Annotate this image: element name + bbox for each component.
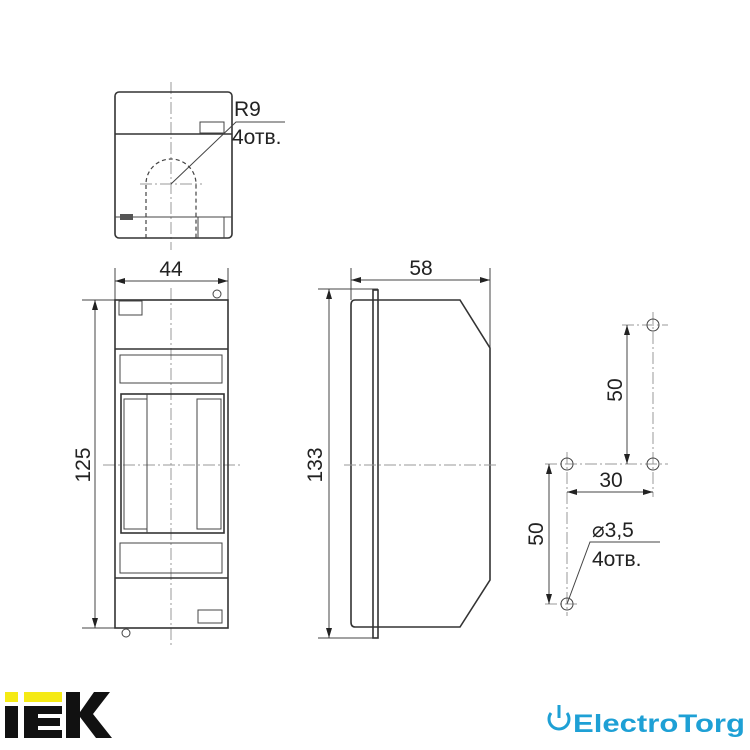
hole-icon — [560, 457, 574, 471]
rail-left — [123, 398, 148, 530]
hole-icon — [646, 457, 660, 471]
height-label: 125 — [72, 447, 95, 482]
din-flange — [372, 289, 379, 639]
leader-line — [170, 121, 285, 185]
electrotorg-logo: ElectroTorg — [547, 705, 745, 738]
logo-e — [24, 706, 62, 738]
lower-panel — [119, 542, 223, 574]
breaker-window — [120, 393, 225, 534]
width-label: 44 — [159, 258, 183, 281]
logo-accent — [5, 692, 18, 702]
rail-right — [196, 398, 222, 530]
top-view-outline — [114, 91, 233, 239]
vertical-bottom-label: 50 — [525, 522, 548, 545]
clip — [120, 214, 133, 220]
hole-diameter-label: ⌀3,5 — [592, 519, 634, 542]
horizontal-label: 30 — [599, 469, 622, 492]
hole-icon — [560, 597, 574, 611]
mounting-holes: 50 30 50 ⌀3,5 4отв. — [525, 312, 668, 616]
screw-icon — [212, 289, 222, 299]
label-slot — [197, 609, 223, 624]
holes-label: 4отв. — [592, 548, 642, 571]
hidden-cable-entry — [145, 158, 197, 238]
logo-i — [5, 706, 18, 738]
leader-line — [566, 541, 660, 605]
side-view: 58 133 — [304, 257, 498, 639]
label-slot — [118, 300, 143, 316]
logo-k — [66, 692, 112, 738]
side-outline — [350, 299, 491, 628]
front-outline — [114, 299, 229, 629]
top-view: R9 4отв. — [114, 82, 285, 250]
screw-icon — [121, 628, 131, 638]
front-view: 44 125 — [72, 258, 242, 648]
power-icon — [547, 712, 571, 731]
iek-logo — [5, 692, 112, 738]
electrotorg-text: ElectroTorg — [573, 710, 745, 738]
logo-accent — [24, 692, 62, 702]
height-label: 133 — [304, 447, 327, 482]
upper-panel — [119, 354, 223, 384]
hole-icon — [646, 318, 660, 332]
radius-label: R9 — [234, 98, 261, 121]
depth-label: 58 — [409, 257, 432, 280]
vertical-top-label: 50 — [604, 378, 627, 401]
holes-label: 4отв. — [232, 126, 282, 149]
latch — [199, 121, 225, 134]
